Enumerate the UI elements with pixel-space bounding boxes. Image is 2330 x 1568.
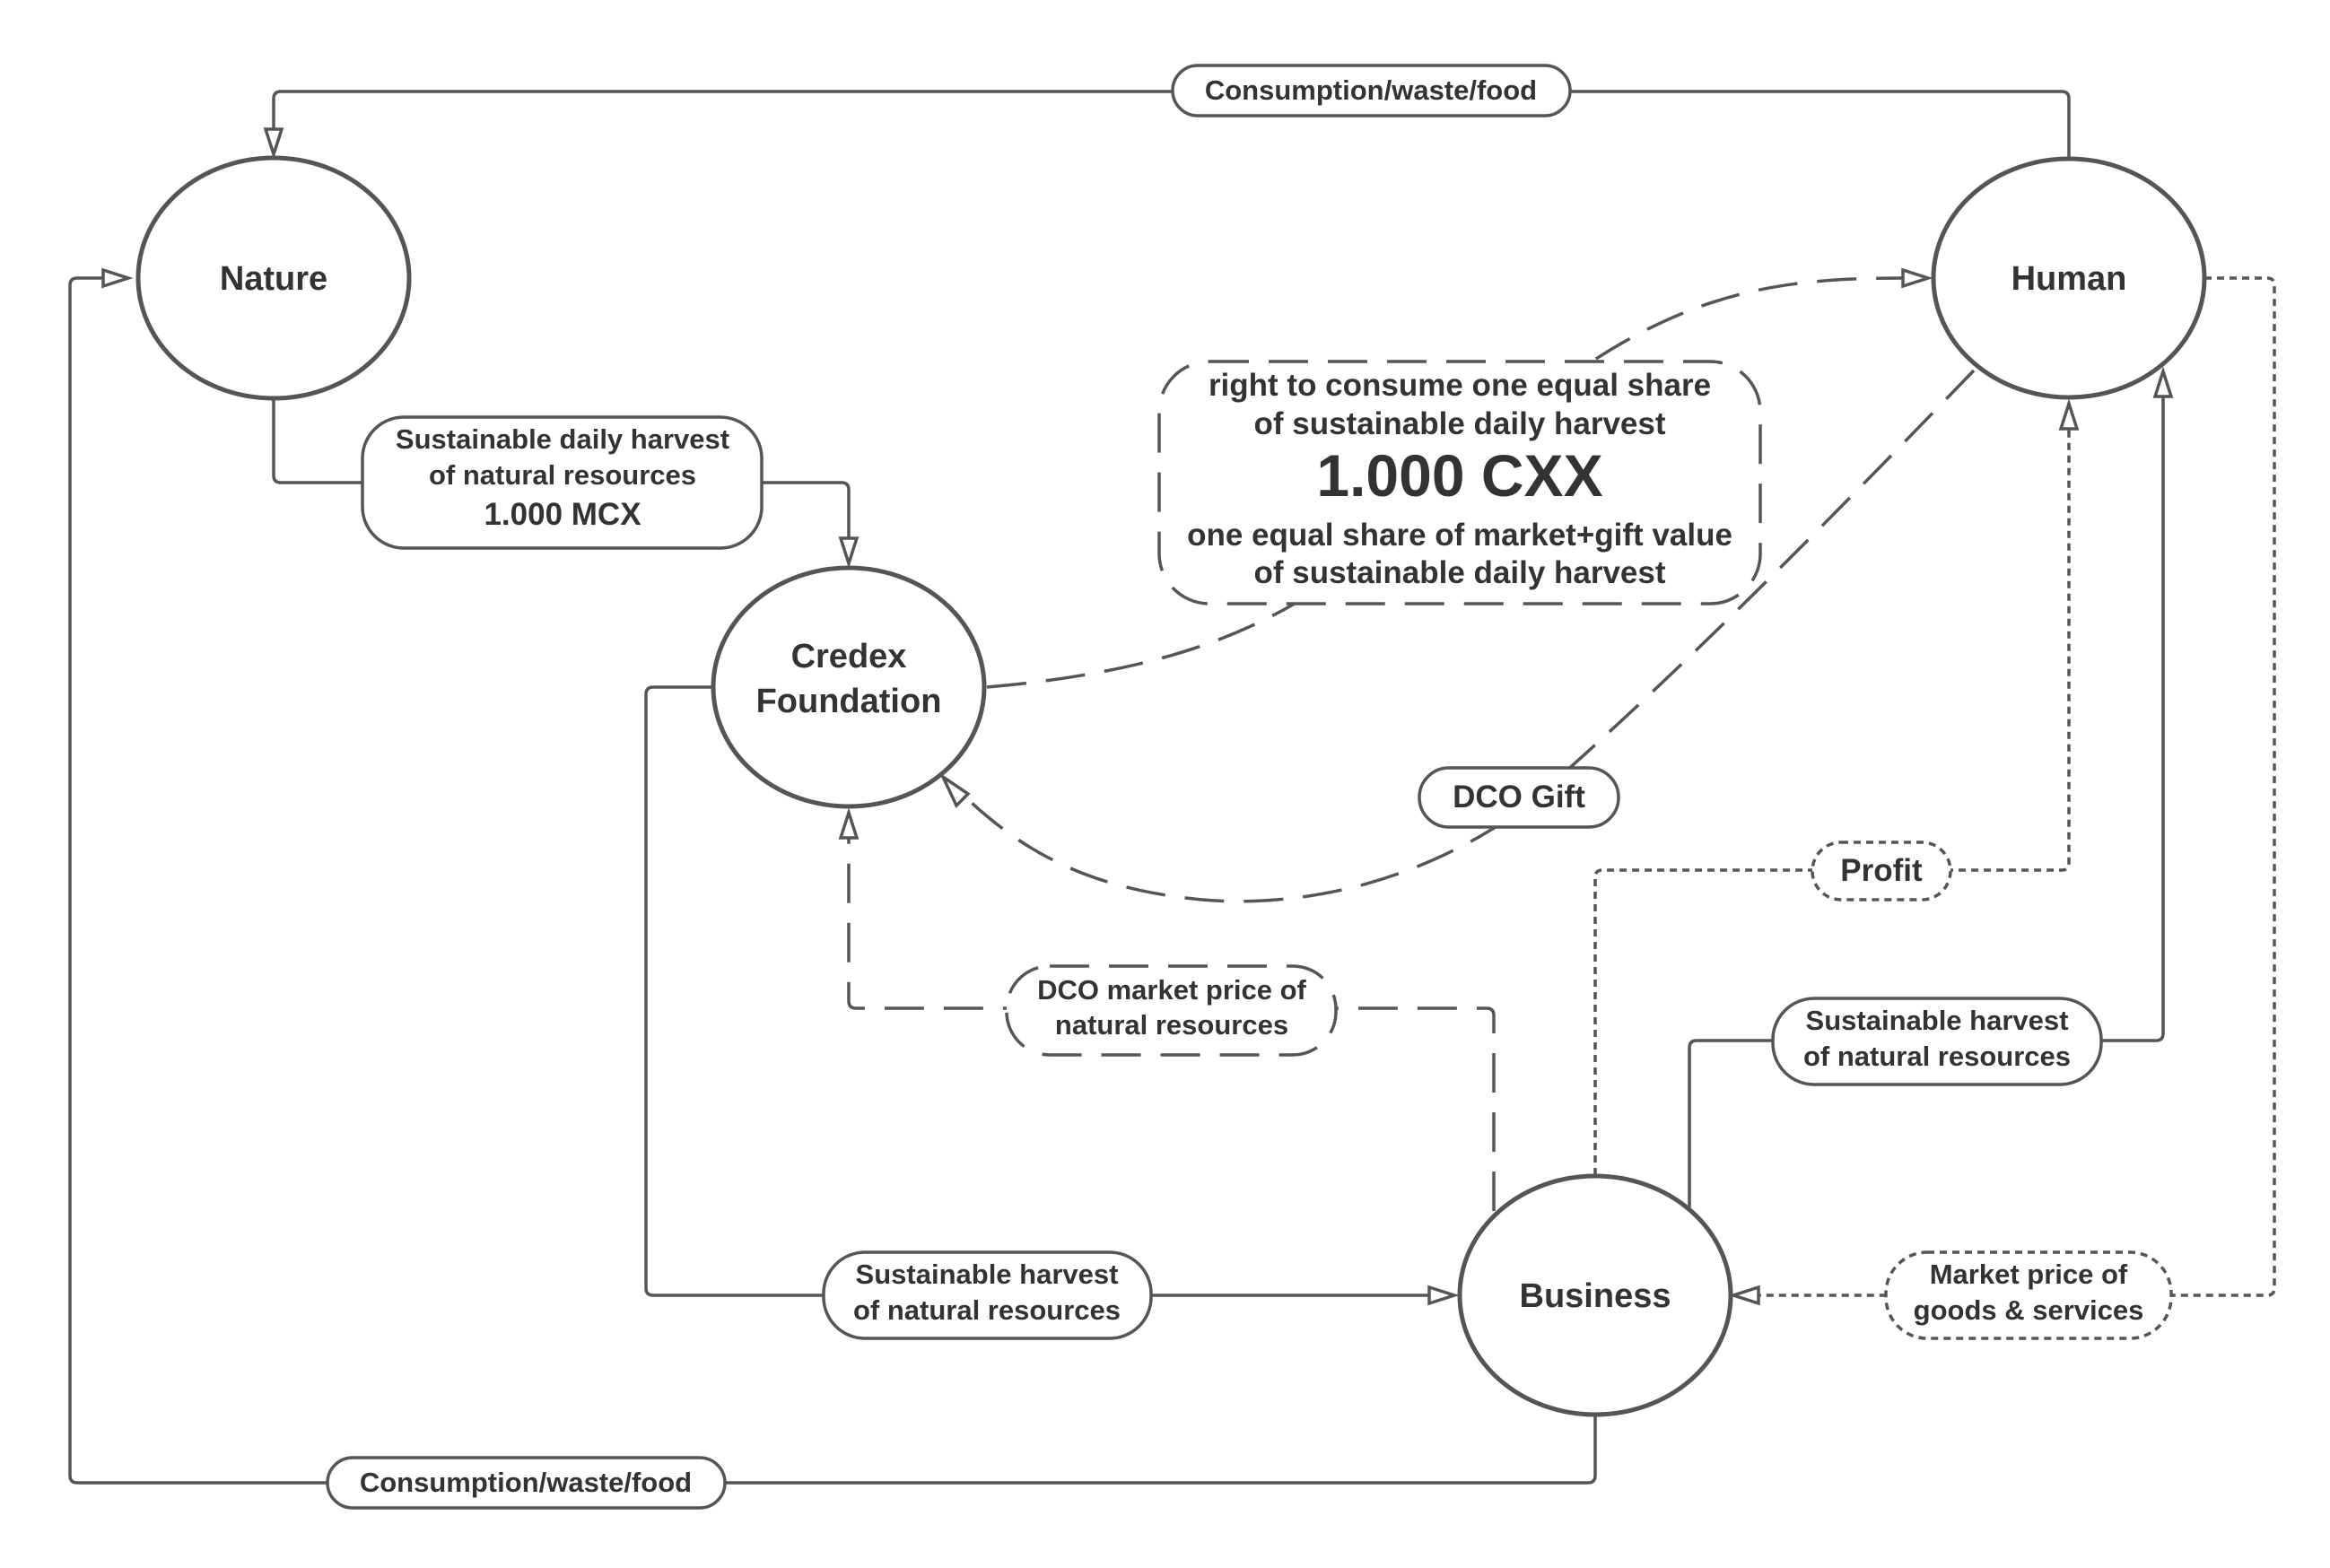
node-nature-label: Nature (220, 260, 327, 298)
harvest-nature-text-line2: of natural resources (429, 459, 696, 491)
connector-human-to-credex-dco-gift (958, 369, 1976, 903)
dco-market-text-line2: natural resources (1055, 1009, 1288, 1041)
dco-market-text-line1: DCO market price of (1037, 974, 1306, 1006)
harvest-human-text-line2: of natural resources (1803, 1041, 2071, 1072)
arrowhead-into-nature-left (101, 267, 134, 289)
profit-text: Profit (1840, 853, 1923, 888)
node-business-label: Business (1520, 1277, 1671, 1315)
edge-label-cxx: right to consume one equal share of sust… (1157, 360, 1762, 605)
arrowhead-into-human-left (1901, 267, 1933, 289)
edge-label-harvest-nature-to-credex: Sustainable daily harvest of natural res… (361, 415, 764, 550)
node-credex-foundation[interactable]: Credex Foundation (711, 565, 987, 809)
edge-label-consumption-bottom: Consumption/waste/food (326, 1456, 727, 1510)
arrowhead-into-business-right (1728, 1285, 1760, 1306)
harvest-nature-value: 1.000 MCX (484, 497, 641, 532)
node-human-label: Human (2011, 260, 2127, 298)
connector-credex-to-business (644, 685, 1431, 1297)
connector-business-to-credex-dco-market (847, 836, 1496, 1211)
harvest-business-text-line2: of natural resources (853, 1294, 1121, 1326)
node-human[interactable]: Human (1931, 156, 2207, 400)
arrowhead-into-credex-bottom (838, 807, 860, 840)
edge-label-harvest-credex-to-business: Sustainable harvest of natural resources (822, 1250, 1153, 1340)
edge-label-market-price: Market price of goods & services (1884, 1250, 2173, 1340)
edge-label-dco-gift: DCO Gift (1418, 766, 1620, 829)
edge-label-dco-market-price: DCO market price of natural resources (1005, 964, 1338, 1057)
connector-human-to-nature-consumption (272, 90, 2071, 160)
node-business[interactable]: Business (1457, 1173, 1733, 1417)
edge-label-profit: Profit (1811, 841, 1952, 902)
edge-label-harvest-business-to-human: Sustainable harvest of natural resources (1771, 997, 2103, 1086)
edge-label-consumption-top: Consumption/waste/food (1171, 64, 1572, 118)
arrowhead-into-credex-top (838, 536, 860, 569)
market-price-text-line2: goods & services (1914, 1294, 2144, 1326)
node-credex-label-line2: Foundation (756, 683, 942, 720)
cxx-value: 1.000 CXX (1316, 442, 1602, 509)
arrowhead-into-credex-lower (938, 771, 971, 809)
market-price-text-line1: Market price of (1930, 1259, 2128, 1290)
consumption-bottom-text: Consumption/waste/food (360, 1467, 692, 1498)
arrowhead-into-human-right (2152, 366, 2174, 398)
arrowhead-into-human-bottom (2058, 398, 2080, 431)
harvest-human-text-line1: Sustainable harvest (1806, 1005, 2069, 1036)
node-credex-label-line1: Credex (791, 638, 907, 675)
arrowhead-into-business-left (1427, 1285, 1460, 1306)
cxx-text-line2: of sustainable daily harvest (1253, 406, 1665, 441)
harvest-nature-text-line1: Sustainable daily harvest (396, 423, 729, 455)
cxx-text-line4: of sustainable daily harvest (1253, 555, 1665, 590)
connector-business-to-nature-consumption (68, 276, 1597, 1485)
connector-human-to-business-market-price (1757, 276, 2276, 1297)
arrowhead-into-nature-top (263, 127, 284, 160)
cxx-text-line3: one equal share of market+gift value (1187, 518, 1732, 553)
harvest-business-text-line1: Sustainable harvest (856, 1259, 1119, 1290)
dco-gift-text: DCO Gift (1453, 780, 1585, 814)
consumption-top-text: Consumption/waste/food (1205, 74, 1537, 106)
cxx-text-line1: right to consume one equal share (1209, 368, 1711, 403)
node-nature[interactable]: Nature (135, 155, 412, 401)
